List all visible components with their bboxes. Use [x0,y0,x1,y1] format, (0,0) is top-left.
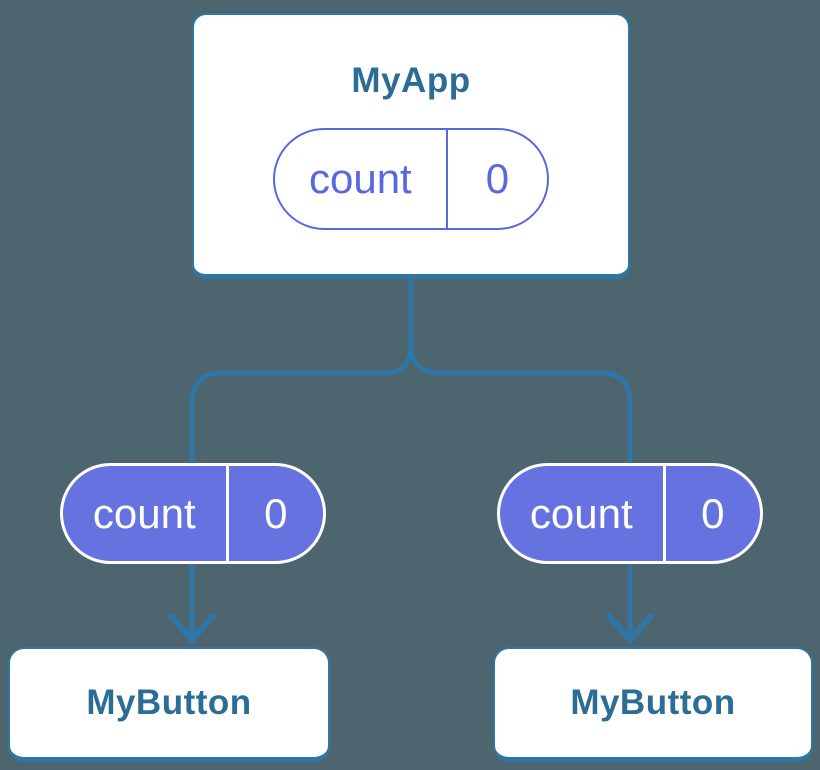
branch-left-line [189,344,414,464]
root-state-pill: count 0 [273,128,549,230]
props-pill-right: count 0 [497,463,763,564]
component-card-mybutton-right: MyButton [493,647,813,762]
prop-value-label: 0 [701,489,725,537]
arrow-right-head-icon [606,613,654,645]
prop-name-label: count [500,466,666,561]
prop-value-label: 0 [264,489,288,537]
child-component-title: MyButton [86,683,252,722]
child-component-title: MyButton [570,683,736,722]
prop-name-label: count [63,466,229,561]
props-pill-left: count 0 [60,463,326,564]
component-card-mybutton-left: MyButton [8,647,330,762]
root-component-title: MyApp [351,61,471,100]
arrow-left-head-icon [168,613,216,645]
state-value-label: 0 [485,155,510,202]
branch-right-line [408,344,633,464]
state-name-label: count [275,130,448,228]
component-card-root: MyApp count 0 [192,13,630,279]
